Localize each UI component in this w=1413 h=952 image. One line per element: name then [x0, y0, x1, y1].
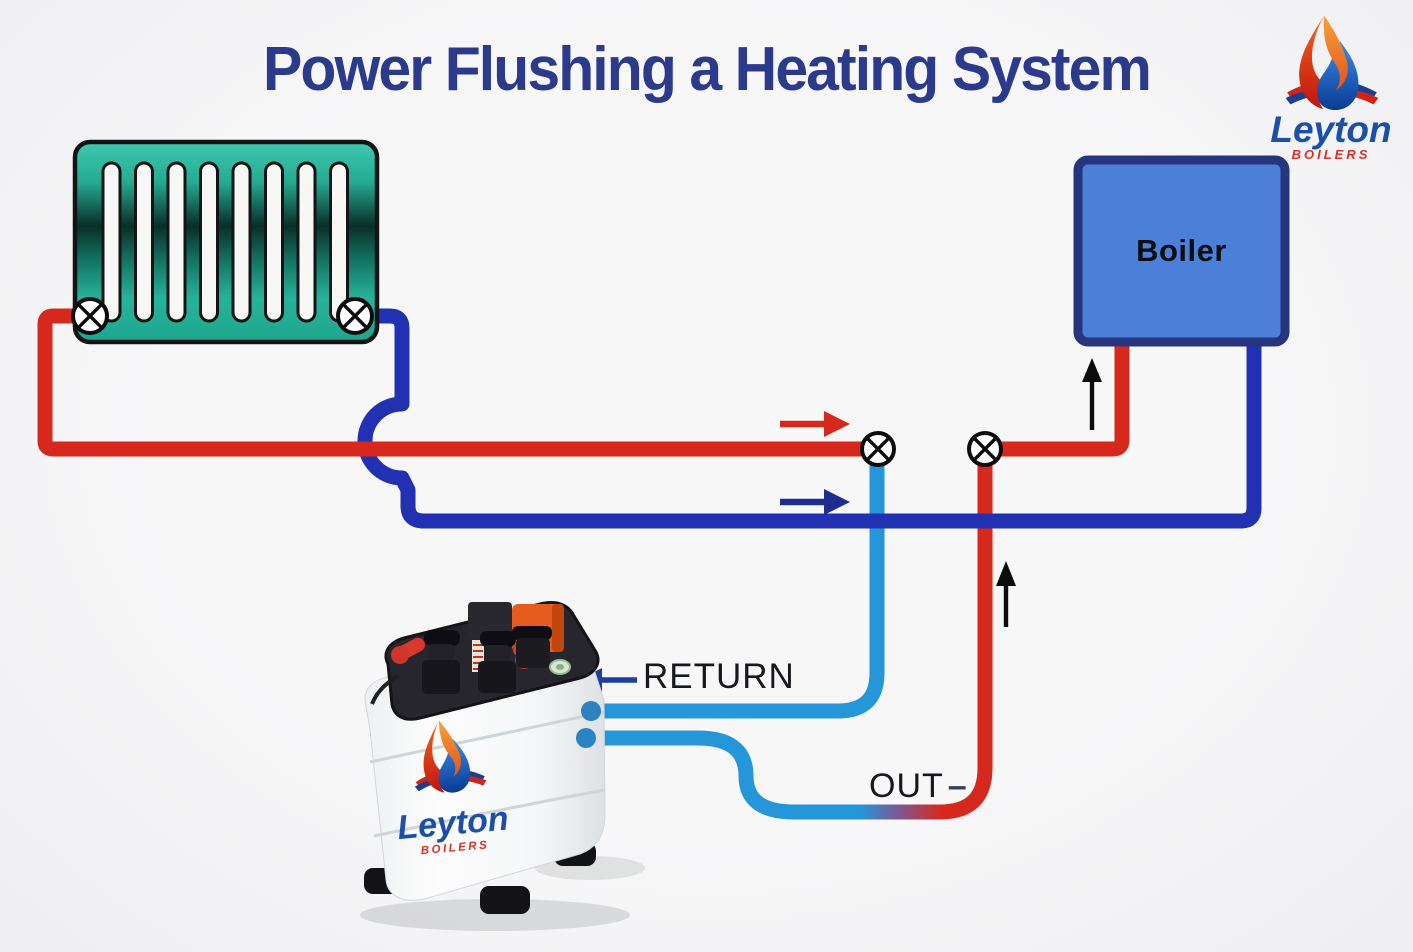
machine-return-port: [581, 701, 601, 721]
hose-out: [588, 462, 993, 820]
pipe-red-flow: [37, 308, 863, 457]
flow-arrow-up-boiler-icon: [1082, 358, 1102, 430]
flow-arrow-up-out-icon: [996, 561, 1016, 627]
valve-out-line: [967, 431, 1003, 467]
radiator-slots: [101, 161, 349, 323]
header-logo: Leyton BOILERS: [1270, 15, 1392, 162]
radiator-slot: [231, 161, 252, 323]
page-title: Power Flushing a Heating System: [262, 35, 1152, 104]
machine-valve-cap-left: [370, 630, 460, 705]
machine-orange-switch-shade: [552, 604, 564, 652]
hose-return: [590, 462, 885, 719]
radiator-slot: [166, 161, 187, 323]
radiator-slot: [329, 161, 349, 323]
boiler-label: Boiler: [1136, 233, 1227, 268]
machine-brand-sub-text: BOILERS: [420, 839, 489, 857]
machine-rear-box: [468, 602, 512, 638]
header-brand-sub-text: BOILERS: [1292, 147, 1371, 162]
out-label-dash: –: [947, 767, 968, 805]
machine-foot: [480, 886, 530, 914]
radiator-slot: [264, 161, 284, 323]
radiator-slot: [134, 161, 154, 323]
radiator-slot: [296, 161, 317, 323]
machine-led-icon: [549, 659, 571, 675]
boiler-label-box: Boiler: [1078, 160, 1285, 342]
return-label: RETURN: [643, 657, 795, 696]
boiler: [1073, 155, 1290, 347]
radiator: [71, 139, 380, 345]
power-flush-machine: Leyton BOILERS: [360, 601, 645, 931]
pipe-red-to-boiler: [994, 341, 1130, 457]
machine-valve-cap-right: [512, 626, 552, 668]
radiator-valve-right: [336, 297, 374, 335]
machine-out-port: [576, 728, 596, 748]
radiator-slot: [101, 161, 122, 323]
flow-arrow-red-right-icon: [780, 411, 850, 437]
radiator-slot: [199, 161, 219, 323]
flow-arrow-blue-right-icon: [780, 489, 850, 515]
pipe-blue-main-overlay: [424, 400, 1262, 529]
out-label: OUT–: [869, 767, 968, 806]
valve-return-line: [860, 431, 896, 467]
header-brand-text: Leyton: [1270, 109, 1391, 150]
radiator-valve-left: [71, 297, 109, 335]
out-label-text: OUT: [869, 767, 944, 805]
